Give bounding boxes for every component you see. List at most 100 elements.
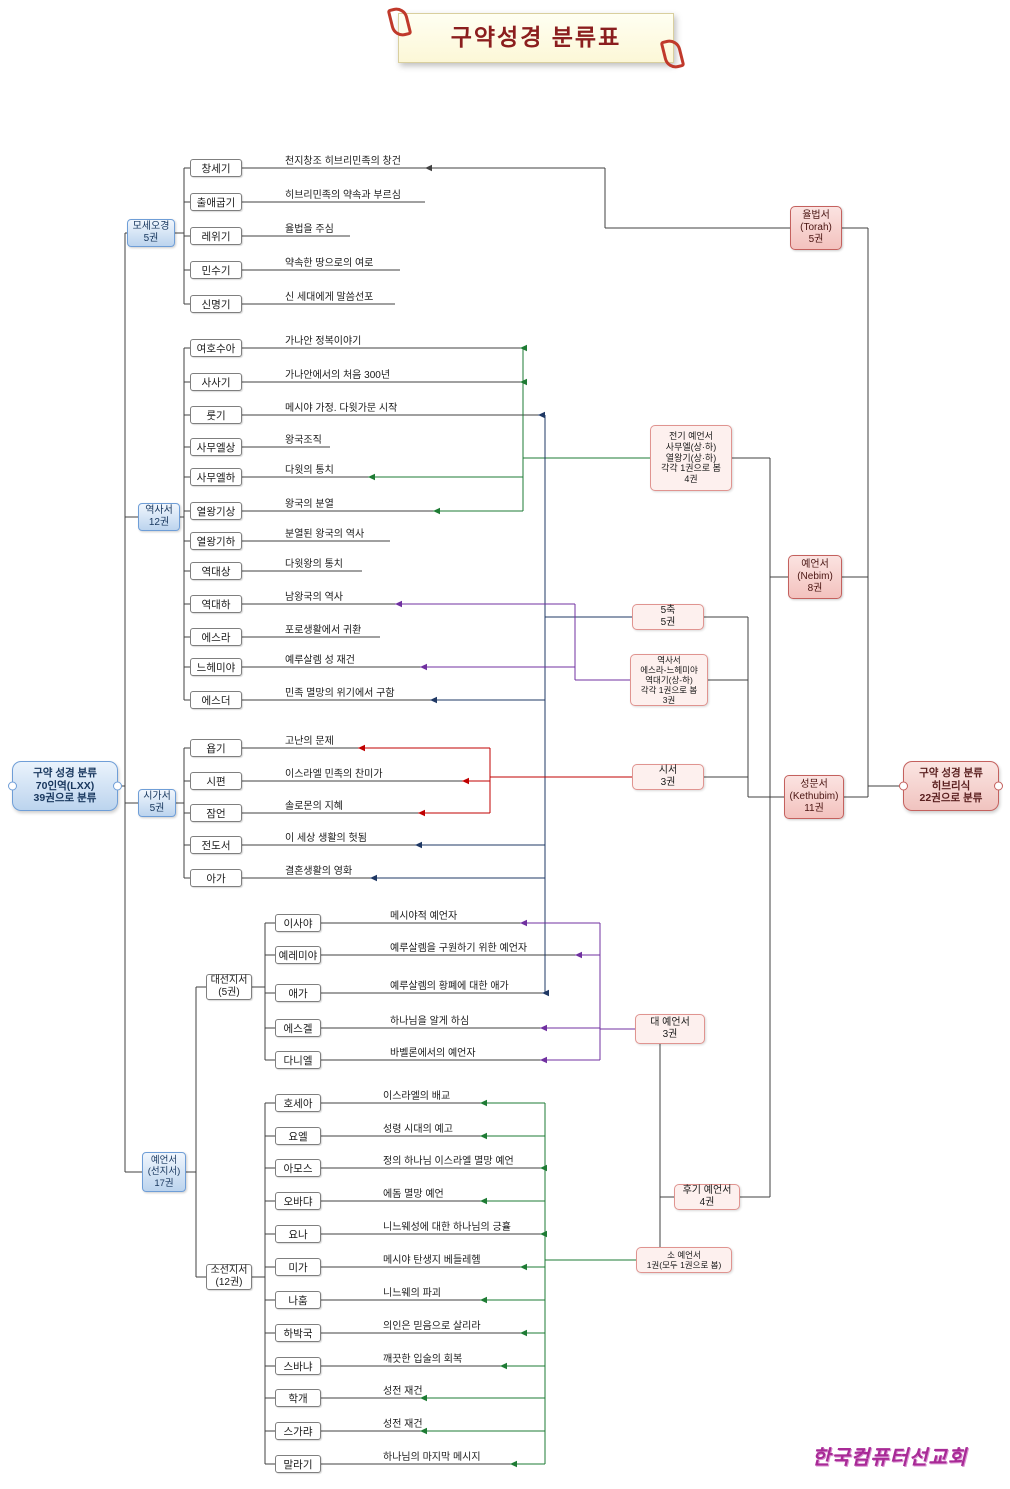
book-desc: 다윗왕의 통치	[285, 559, 343, 570]
node-minor-one: 소 예언서 1권(모두 1권으로 봄)	[636, 1247, 732, 1273]
book-desc: 율법을 주심	[285, 224, 334, 235]
book-node: 민수기	[190, 261, 242, 279]
book-node: 오바댜	[275, 1192, 321, 1210]
book-desc: 의인은 믿음으로 살리라	[383, 1321, 481, 1332]
book-desc: 예루살렘의 황폐에 대한 애가	[390, 981, 509, 992]
arrowhead	[420, 1427, 427, 1435]
book-node: 전도서	[190, 836, 242, 854]
book-node: 학개	[275, 1389, 321, 1407]
root-node-hebrew: 구약 성경 분류 히브리식 22권으로 분류	[899, 761, 1003, 811]
book-desc: 예루살렘 성 재건	[285, 655, 355, 666]
book-node: 예레미야	[275, 946, 321, 964]
book-desc: 약속한 땅으로의 여로	[285, 258, 374, 269]
book-node: 잠언	[190, 804, 242, 822]
book-node: 열왕기하	[190, 532, 242, 550]
book-desc: 분열된 왕국의 역사	[285, 529, 365, 540]
root-node-septuagint: 구약 성경 분류 70인역(LXX) 39권으로 분류	[8, 761, 122, 811]
node-nebim: 예언서 (Nebim) 8권	[788, 555, 842, 599]
book-desc: 성전 재건	[383, 1419, 423, 1430]
arrowhead	[520, 1263, 527, 1271]
book-node: 여호수아	[190, 339, 242, 357]
book-desc: 성령 시대의 예고	[383, 1124, 453, 1135]
book-node: 출애굽기	[190, 193, 242, 211]
book-node: 역대하	[190, 595, 242, 613]
arrowhead	[425, 164, 432, 172]
arrowhead	[420, 663, 427, 671]
book-node: 나훔	[275, 1291, 321, 1309]
arrowhead	[480, 1197, 487, 1205]
book-node: 하박국	[275, 1324, 321, 1342]
book-node: 다니엘	[275, 1051, 321, 1069]
book-desc: 포로생활에서 귀환	[285, 625, 362, 636]
book-desc: 예루살렘을 구원하기 위한 예언자	[390, 943, 528, 954]
book-desc: 다윗의 통치	[285, 465, 334, 476]
node-five-scrolls: 5축 5권	[632, 604, 704, 630]
book-node: 아가	[190, 869, 242, 887]
arrowhead	[420, 1394, 427, 1402]
arrowhead	[540, 1056, 547, 1064]
arrowhead	[480, 1296, 487, 1304]
book-node: 에스더	[190, 691, 242, 709]
book-node: 에스겔	[275, 1019, 321, 1037]
book-desc: 결혼생활의 영화	[285, 866, 353, 877]
connector-pin	[994, 781, 1003, 791]
book-desc: 솔로몬의 지혜	[285, 801, 343, 812]
arrowhead	[368, 473, 375, 481]
book-node: 레위기	[190, 227, 242, 245]
arrowhead	[540, 1164, 547, 1172]
book-node: 사사기	[190, 373, 242, 391]
book-desc: 가나안에서의 처음 300년	[285, 370, 391, 381]
arrowhead	[510, 1460, 517, 1468]
book-node: 미가	[275, 1258, 321, 1276]
category-history: 역사서 12권	[138, 503, 180, 531]
connector-pin	[8, 781, 17, 791]
book-node: 말라기	[275, 1455, 321, 1473]
book-node: 스가랴	[275, 1422, 321, 1440]
book-desc: 고난의 문제	[285, 736, 334, 747]
node-poetry-three: 시서 3권	[632, 764, 704, 790]
book-node: 느헤미야	[190, 658, 242, 676]
book-desc: 하나님을 알게 하심	[390, 1016, 470, 1027]
arrowhead	[462, 777, 469, 785]
book-node: 창세기	[190, 159, 242, 177]
node-latter-prophets: 후기 예언서 4권	[674, 1184, 740, 1210]
arrowhead	[542, 989, 549, 997]
arrowhead	[520, 378, 527, 386]
node-kethubim: 성문서 (Kethubim) 11권	[784, 775, 844, 819]
node-former-prophets: 전기 예언서 사무엘(상·하) 열왕기(상·하) 각각 1권으로 봄 4권	[650, 425, 732, 491]
arrowhead	[520, 1329, 527, 1337]
category-pentateuch: 모세오경 5권	[127, 219, 175, 247]
book-desc: 에돔 멸망 예언	[383, 1189, 444, 1200]
arrowhead	[540, 1230, 547, 1238]
book-desc: 왕국의 분열	[285, 499, 334, 510]
book-desc: 정의 하나님 이스라엘 멸망 예언	[383, 1156, 514, 1167]
book-desc: 이스라엘의 배교	[383, 1091, 451, 1102]
node-major-three: 대 예언서 3권	[635, 1014, 705, 1044]
book-desc: 이스라엘 민족의 찬미가	[285, 769, 383, 780]
book-desc: 신 세대에게 말씀선포	[285, 292, 374, 303]
book-desc: 바벨론에서의 예언자	[390, 1048, 476, 1059]
book-node: 사무엘하	[190, 468, 242, 486]
book-node: 스바냐	[275, 1357, 321, 1375]
category-prophets: 예언서 (선지서) 17권	[142, 1152, 186, 1192]
book-node: 호세아	[275, 1094, 321, 1112]
arrowhead	[480, 1132, 487, 1140]
book-desc: 메시야적 예언자	[390, 911, 458, 922]
subgroup-major-prophets: 대선지서 (5권)	[206, 974, 252, 1000]
arrowhead	[395, 600, 402, 608]
arrowhead	[538, 411, 545, 419]
book-node: 에스라	[190, 628, 242, 646]
book-desc: 니느웨성에 대한 하나님의 긍휼	[383, 1222, 511, 1233]
subgroup-minor-prophets: 소선지서 (12권)	[206, 1264, 252, 1290]
node-torah: 율법서 (Torah) 5권	[790, 206, 842, 250]
arrowhead	[480, 1099, 487, 1107]
book-node: 신명기	[190, 295, 242, 313]
arrowhead	[575, 951, 582, 959]
arrowhead	[433, 507, 440, 515]
book-desc: 천지창조 히브리민족의 창건	[285, 156, 401, 167]
book-node: 룻기	[190, 406, 242, 424]
kcm-logo: 한국컴퓨터선교회	[812, 1447, 968, 1469]
arrowhead	[520, 919, 527, 927]
arrowhead	[500, 1362, 507, 1370]
connector-pin	[899, 781, 908, 791]
